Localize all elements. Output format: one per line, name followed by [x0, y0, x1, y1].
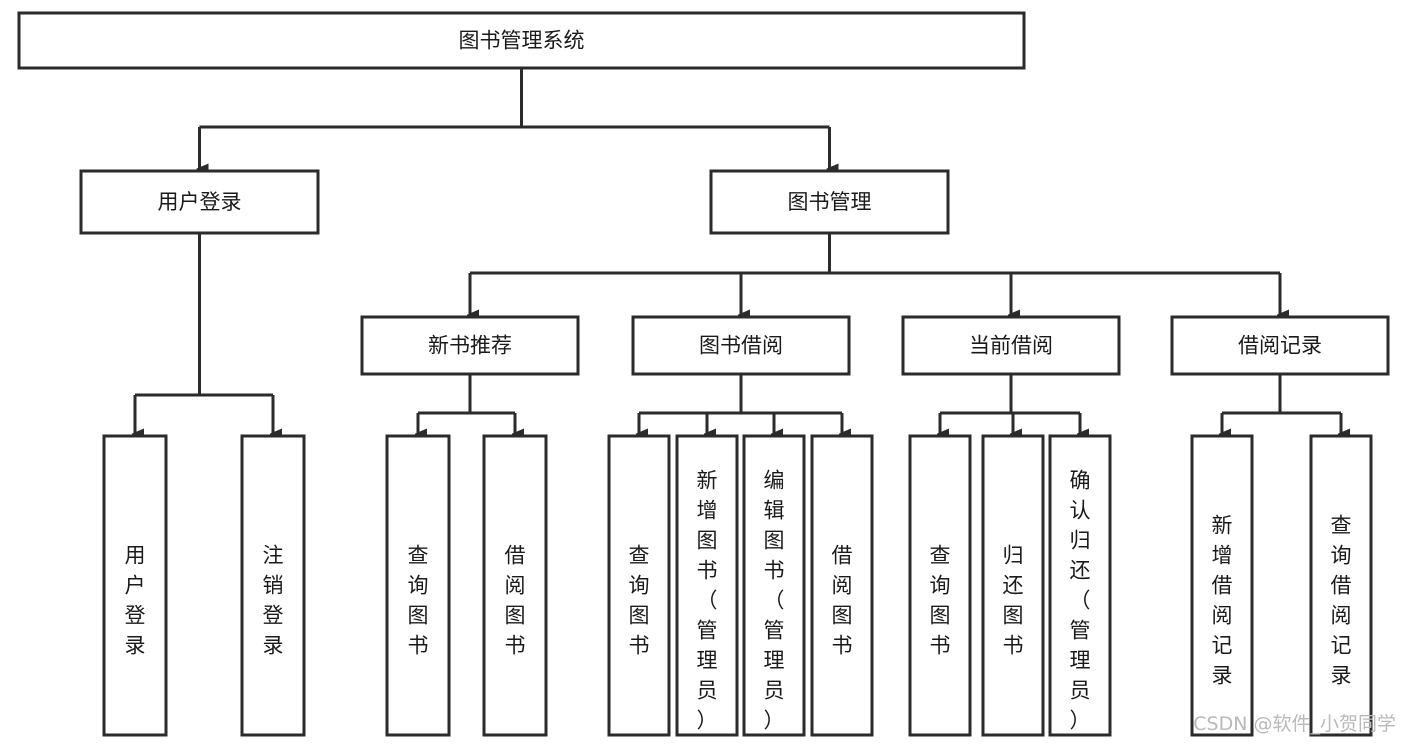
node-leaf-borrow-book-rec[interactable]: 借阅图书 [482, 434, 548, 737]
node-label-book-borrow: 图书借阅 [699, 334, 783, 358]
node-box-book-borrow [631, 315, 851, 376]
node-label-leaf-borrow-book-rec: 借阅图书 [505, 544, 526, 658]
node-box-leaf-borrow-book-rec [482, 434, 548, 737]
node-borrow-record[interactable]: 借阅记录 [1170, 315, 1390, 376]
node-root[interactable]: 图书管理系统 [17, 11, 1026, 70]
node-leaf-edit-book-admin[interactable]: 编辑图书（管理员） [742, 434, 806, 737]
node-box-leaf-add-borrow-record [1190, 434, 1254, 737]
connector-layer [135, 68, 1341, 434]
csdn-watermark: CSDN @软件_小贺同学 [1193, 713, 1396, 735]
node-new-book-recommend[interactable]: 新书推荐 [360, 315, 580, 376]
node-label-leaf-query-book-borrow: 查询图书 [629, 544, 650, 658]
node-box-leaf-user-login [102, 434, 168, 737]
node-box-leaf-logout [240, 434, 306, 737]
node-book-borrow[interactable]: 图书借阅 [631, 315, 851, 376]
node-leaf-query-borrow-record[interactable]: 查询借阅记录 [1309, 434, 1373, 737]
node-label-borrow-record: 借阅记录 [1238, 334, 1322, 358]
node-book-manage[interactable]: 图书管理 [709, 169, 950, 235]
node-box-leaf-add-book-admin [675, 434, 739, 737]
node-box-leaf-query-book-borrow [607, 434, 671, 737]
node-box-leaf-query-borrow-record [1309, 434, 1373, 737]
node-box-root [17, 11, 1026, 70]
node-label-leaf-return-book: 归还图书 [1003, 544, 1024, 658]
node-box-user-login [79, 169, 320, 235]
node-box-current-borrow [901, 315, 1121, 376]
node-box-leaf-borrow-book [810, 434, 874, 737]
node-label-leaf-user-login: 用户登录 [125, 544, 146, 658]
node-label-user-login: 用户登录 [158, 190, 242, 214]
node-leaf-borrow-book[interactable]: 借阅图书 [810, 434, 874, 737]
node-label-new-book-recommend: 新书推荐 [428, 334, 512, 358]
node-leaf-query-book-borrow[interactable]: 查询图书 [607, 434, 671, 737]
node-user-login[interactable]: 用户登录 [79, 169, 320, 235]
node-leaf-logout[interactable]: 注销登录 [240, 434, 306, 737]
node-label-leaf-add-book-admin: 新增图书（管理员） [697, 469, 718, 733]
node-label-root: 图书管理系统 [459, 29, 585, 53]
node-box-leaf-edit-book-admin [742, 434, 806, 737]
node-leaf-add-book-admin[interactable]: 新增图书（管理员） [675, 434, 739, 737]
node-label-book-manage: 图书管理 [788, 190, 872, 214]
node-box-leaf-confirm-return-admin [1048, 434, 1112, 737]
node-label-leaf-add-borrow-record: 新增借阅记录 [1212, 514, 1233, 688]
node-label-current-borrow: 当前借阅 [969, 334, 1053, 358]
node-leaf-return-book[interactable]: 归还图书 [981, 434, 1045, 737]
node-label-leaf-confirm-return-admin: 确认归还（管理员） [1070, 469, 1091, 733]
node-box-new-book-recommend [360, 315, 580, 376]
node-leaf-query-book-current[interactable]: 查询图书 [908, 434, 972, 737]
node-label-leaf-edit-book-admin: 编辑图书（管理员） [764, 469, 785, 733]
node-leaf-confirm-return-admin[interactable]: 确认归还（管理员） [1048, 434, 1112, 737]
node-box-book-manage [709, 169, 950, 235]
node-label-leaf-query-book-current: 查询图书 [930, 544, 951, 658]
node-layer: 图书管理系统用户登录图书管理新书推荐图书借阅当前借阅借阅记录用户登录注销登录查询… [17, 11, 1390, 737]
node-label-leaf-query-book-rec: 查询图书 [408, 544, 429, 658]
node-box-leaf-query-book-rec [385, 434, 451, 737]
node-leaf-query-book-rec[interactable]: 查询图书 [385, 434, 451, 737]
node-leaf-add-borrow-record[interactable]: 新增借阅记录 [1190, 434, 1254, 737]
node-label-leaf-borrow-book: 借阅图书 [832, 544, 853, 658]
node-box-leaf-query-book-current [908, 434, 972, 737]
node-label-leaf-logout: 注销登录 [263, 544, 284, 658]
node-current-borrow[interactable]: 当前借阅 [901, 315, 1121, 376]
node-label-leaf-query-borrow-record: 查询借阅记录 [1331, 514, 1352, 688]
node-box-leaf-return-book [981, 434, 1045, 737]
node-leaf-user-login[interactable]: 用户登录 [102, 434, 168, 737]
node-box-borrow-record [1170, 315, 1390, 376]
